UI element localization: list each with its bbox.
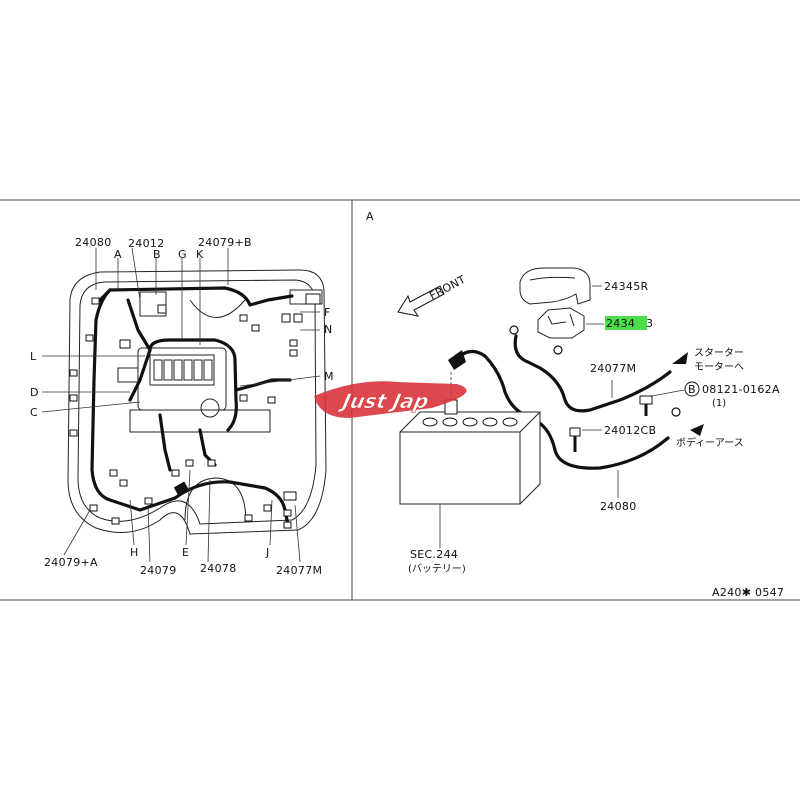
harness-firewall-run bbox=[173, 480, 290, 527]
label-24080-top: 24080 bbox=[75, 236, 112, 249]
section-label-a: A bbox=[366, 210, 374, 223]
body-earth-arrow-icon bbox=[690, 424, 704, 436]
label-f: F bbox=[324, 306, 331, 319]
label-c: C bbox=[30, 406, 38, 419]
engine-bay-harness-view: 24080 24012 24079+B A B G K F N L M D C … bbox=[30, 236, 334, 577]
starter-arrow-icon bbox=[672, 352, 688, 364]
harness-clamp bbox=[173, 481, 189, 495]
label-24077m-right: 24077M bbox=[590, 362, 636, 375]
watermark-text: Just Jap bbox=[337, 389, 431, 413]
label-24343-highlight: 2434 bbox=[606, 317, 635, 330]
cable-24077m bbox=[513, 334, 672, 413]
battery bbox=[399, 372, 541, 505]
label-24079: 24079 bbox=[140, 564, 177, 577]
label-k: K bbox=[196, 248, 204, 261]
label-starter-line1: スターター bbox=[694, 347, 744, 359]
ring-terminal-top bbox=[509, 325, 519, 335]
label-24080-right: 24080 bbox=[600, 500, 637, 513]
intake-runners bbox=[153, 359, 213, 381]
alternator bbox=[200, 398, 220, 418]
label-l: L bbox=[30, 350, 37, 363]
ring-terminal-earth bbox=[671, 407, 681, 417]
label-24077m-left: 24077M bbox=[276, 564, 322, 577]
harness-center-branch bbox=[126, 298, 152, 402]
just-jap-logo: Just Jap bbox=[314, 381, 467, 418]
battery-detail-view: A FRONT 24345R 2434 3 24077M スターター モーターへ bbox=[366, 210, 784, 599]
label-24345r: 24345R bbox=[604, 280, 648, 293]
battery-terminal-clamp bbox=[448, 350, 466, 370]
label-body-earth: ボディーアース bbox=[676, 436, 744, 449]
harness-left-run bbox=[90, 288, 177, 512]
label-24343-suffix: 3 bbox=[646, 317, 653, 330]
label-24012cb: 24012CB bbox=[604, 424, 656, 437]
harness-right-branch bbox=[234, 378, 292, 392]
front-label: FRONT bbox=[427, 273, 468, 303]
bolt-08121-0162a bbox=[639, 395, 653, 416]
leader-lines bbox=[41, 247, 321, 563]
label-24079-plus-a: 24079+A bbox=[44, 556, 98, 569]
highlight-24343 bbox=[605, 316, 647, 330]
harness-engine-loop bbox=[148, 338, 238, 432]
terminal-cover-24345r bbox=[519, 267, 591, 305]
label-24012: 24012 bbox=[128, 237, 165, 250]
label-bolt-qty: (1) bbox=[712, 398, 726, 409]
battery-caps bbox=[422, 417, 518, 427]
engine-bay-inner-outline bbox=[77, 279, 317, 525]
relay-box bbox=[117, 367, 139, 383]
diagram-code: A240✱ 0547 bbox=[712, 586, 784, 599]
label-h: H bbox=[130, 546, 139, 559]
label-starter-line2: モーターへ bbox=[694, 361, 744, 373]
label-d: D bbox=[30, 386, 39, 399]
label-battery: (バッテリー) bbox=[408, 563, 466, 575]
firewall-curve bbox=[184, 477, 247, 521]
label-24079-plus-b: 24079+B bbox=[198, 236, 252, 249]
radiator-support bbox=[189, 299, 246, 318]
connectors bbox=[69, 293, 321, 529]
label-bolt-part: 08121-0162A bbox=[702, 383, 780, 396]
label-j: J bbox=[265, 546, 270, 559]
bolt-symbol-circle bbox=[684, 381, 700, 397]
label-sec-244: SEC.244 bbox=[410, 548, 458, 561]
label-b: B bbox=[153, 248, 161, 261]
engine-bay-outline bbox=[67, 269, 327, 535]
label-24078: 24078 bbox=[200, 562, 237, 575]
label-n: N bbox=[324, 323, 333, 336]
harness-main-loop bbox=[98, 286, 294, 307]
label-e: E bbox=[182, 546, 189, 559]
label-g: G bbox=[178, 248, 187, 261]
label-a: A bbox=[114, 248, 122, 261]
label-bolt-symbol: B bbox=[688, 383, 696, 396]
front-arrow-icon bbox=[397, 285, 445, 317]
bolt-24012cb bbox=[569, 427, 581, 452]
label-m: M bbox=[324, 370, 334, 383]
ring-terminal-mid bbox=[553, 345, 563, 355]
